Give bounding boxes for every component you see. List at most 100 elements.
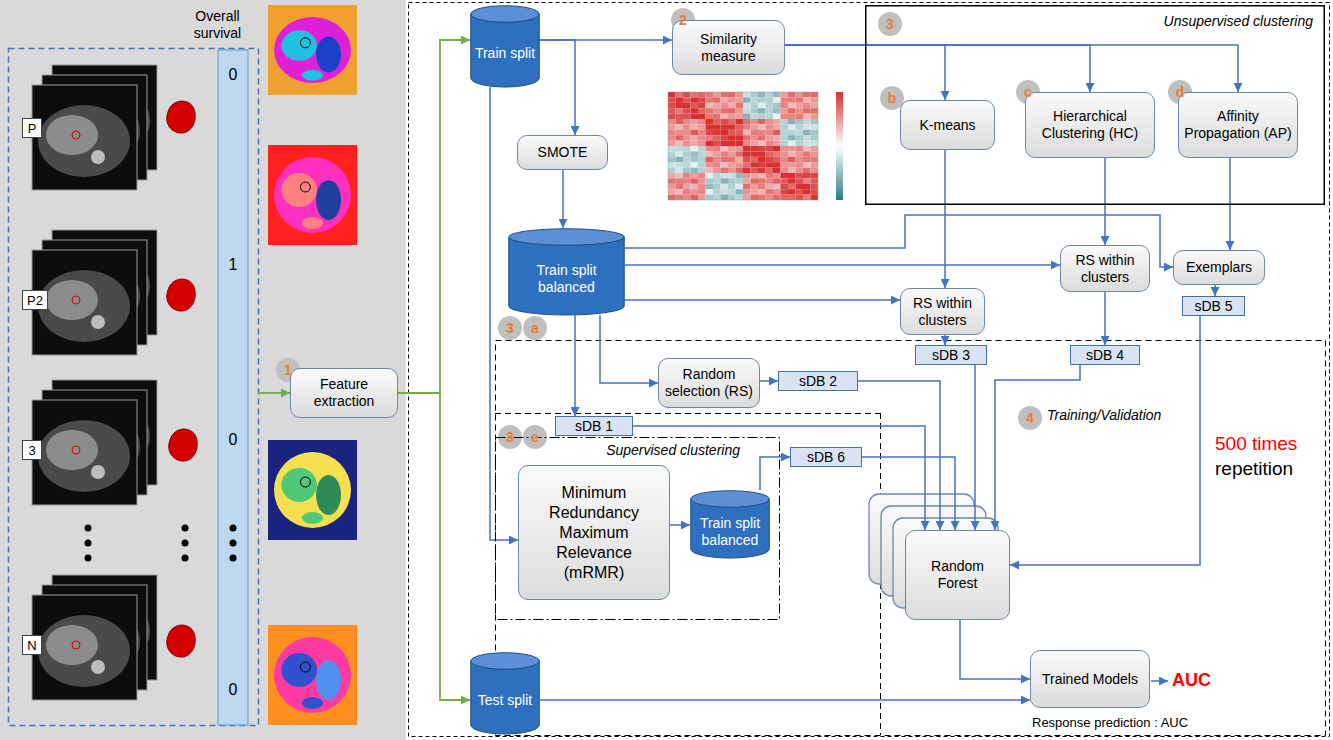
similarity-heatmap <box>811 103 819 108</box>
similarity-heatmap <box>788 103 796 108</box>
similarity-heatmap <box>668 108 676 113</box>
similarity-heatmap <box>766 135 774 140</box>
ellipsis-dot <box>182 555 189 562</box>
similarity-heatmap <box>751 146 759 151</box>
process-box: Feature extraction <box>290 368 398 418</box>
similarity-heatmap <box>758 97 766 102</box>
similarity-heatmap <box>796 124 804 129</box>
node-text: 3 <box>498 429 522 445</box>
similarity-heatmap <box>758 178 766 183</box>
similarity-heatmap <box>736 92 744 97</box>
similarity-heatmap <box>788 157 796 162</box>
similarity-heatmap <box>796 162 804 167</box>
node-content: b <box>880 90 904 106</box>
similarity-heatmap <box>811 195 819 200</box>
similarity-heatmap <box>811 141 819 146</box>
similarity-heatmap <box>811 184 819 189</box>
similarity-heatmap <box>796 157 804 162</box>
step-number: e <box>523 425 547 449</box>
connector-arrow <box>490 87 518 540</box>
similarity-heatmap <box>713 92 721 97</box>
similarity-heatmap <box>713 173 721 178</box>
similarity-heatmap <box>796 195 804 200</box>
similarity-heatmap <box>751 151 759 156</box>
similarity-heatmap <box>796 168 804 173</box>
similarity-heatmap <box>803 189 811 194</box>
data-cylinder: Train split balanced <box>690 490 770 558</box>
node-content: sDB 6 <box>794 449 858 466</box>
similarity-heatmap <box>766 119 774 124</box>
mri-stack <box>48 95 140 167</box>
illustration <box>32 5 843 725</box>
similarity-heatmap <box>676 135 684 140</box>
similarity-heatmap <box>721 130 729 135</box>
similarity-heatmap <box>728 157 736 162</box>
cluster-group-outline <box>866 6 1325 205</box>
similarity-heatmap <box>788 108 796 113</box>
similarity-heatmap <box>683 119 691 124</box>
similarity-heatmap <box>736 146 744 151</box>
similarity-heatmap <box>698 173 706 178</box>
similarity-heatmap <box>721 162 729 167</box>
similarity-heatmap <box>683 141 691 146</box>
similarity-heatmap <box>713 162 721 167</box>
similarity-heatmap <box>788 151 796 156</box>
similarity-heatmap <box>698 103 706 108</box>
connector-arrow <box>995 365 1080 530</box>
similarity-heatmap <box>691 92 699 97</box>
node-text: 2 <box>671 12 695 28</box>
node-content: Similarity measure <box>678 31 779 65</box>
node-text: sDB 4 <box>1074 347 1136 364</box>
survival-bar-outline <box>230 555 237 562</box>
similarity-heatmap <box>751 157 759 162</box>
mri-stack <box>72 446 80 454</box>
similarity-heatmap <box>758 184 766 189</box>
similarity-heatmap <box>736 157 744 162</box>
data-cylinder-outline <box>471 14 540 87</box>
similarity-heatmap <box>796 141 804 146</box>
similarity-heatmap <box>683 157 691 162</box>
similarity-heatmap <box>698 108 706 113</box>
similarity-heatmap <box>683 178 691 183</box>
similarity-heatmap <box>676 178 684 183</box>
node-content: N <box>25 638 39 653</box>
similarity-heatmap <box>788 173 796 178</box>
similarity-heatmap <box>773 162 781 167</box>
data-cylinder-outline <box>471 6 540 23</box>
similarity-heatmap <box>706 195 714 200</box>
survival-bar-outline <box>230 540 237 547</box>
similarity-heatmap <box>766 130 774 135</box>
similarity-heatmap <box>743 151 751 156</box>
similarity-heatmap <box>728 151 736 156</box>
cluster-group-outline <box>496 438 780 620</box>
similarity-heatmap <box>751 103 759 108</box>
mri-stack <box>38 615 130 687</box>
node-content: Train split balanced <box>693 515 767 549</box>
feature-map <box>302 697 323 709</box>
similarity-heatmap <box>698 97 706 102</box>
similarity-heatmap <box>698 119 706 124</box>
node-content: sDB 1 <box>559 418 629 435</box>
cluster-group: Supervised clusteringMinimum Redundancy … <box>495 437 780 620</box>
step-number: 3 <box>498 316 522 340</box>
cluster-group: Unsupervised clustering3bK-meanscHierarc… <box>865 5 1325 205</box>
result-arrow <box>1151 680 1168 682</box>
node-content: 3 <box>498 429 522 445</box>
similarity-heatmap <box>683 173 691 178</box>
node-text: Train split balanced <box>693 515 767 549</box>
similarity-heatmap <box>691 184 699 189</box>
similarity-heatmap <box>736 97 744 102</box>
subset-box: sDB 4 <box>1070 345 1140 365</box>
process-box: Exemplars <box>1173 250 1265 285</box>
similarity-heatmap <box>736 178 744 183</box>
node-text: 3 <box>878 16 902 32</box>
similarity-heatmap <box>803 173 811 178</box>
mri-stack <box>92 426 100 434</box>
similarity-heatmap <box>743 168 751 173</box>
connector-arrow <box>785 45 1090 92</box>
similarity-heatmap <box>836 92 843 200</box>
similarity-heatmap <box>788 168 796 173</box>
similarity-heatmap <box>788 189 796 194</box>
node-text: 1 <box>218 255 248 275</box>
node-text: sDB 3 <box>919 347 983 364</box>
